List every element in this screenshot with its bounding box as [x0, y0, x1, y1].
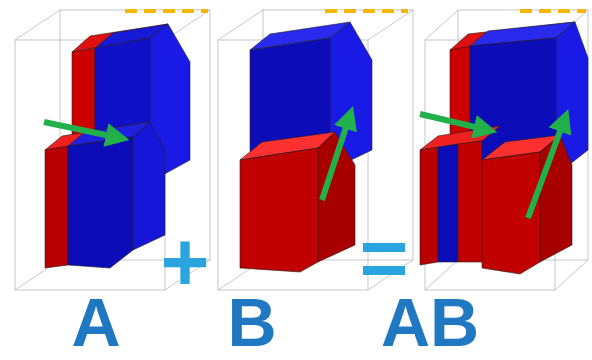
green-arrow — [420, 114, 488, 130]
lower-prism — [45, 122, 165, 268]
panel-label: AB — [381, 288, 479, 356]
plus-symbol: + — [160, 220, 209, 304]
panel-label: B — [227, 288, 276, 356]
green-arrow — [528, 118, 565, 218]
lower-prism — [420, 126, 572, 274]
axis-box — [425, 10, 588, 290]
dashed-edge — [125, 9, 208, 13]
green-arrow — [322, 115, 350, 200]
green-arrow — [44, 122, 120, 138]
dashed-edge — [520, 9, 586, 13]
dashed-edge — [325, 9, 408, 13]
panel-label: A — [71, 288, 120, 356]
